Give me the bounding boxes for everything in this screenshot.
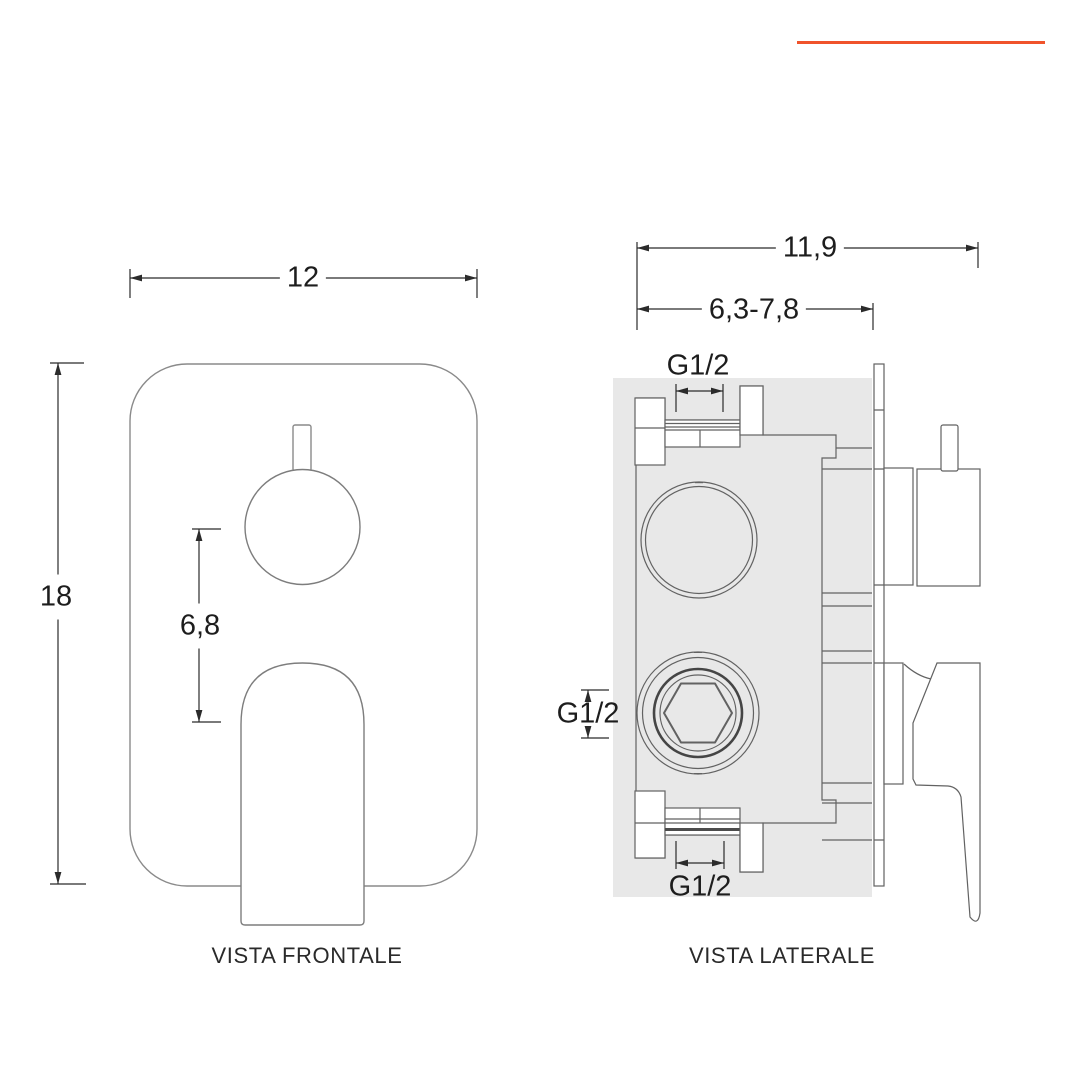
- front-view-dimensions: [50, 269, 478, 885]
- brand-accent-line: [797, 41, 1045, 44]
- side-view-title: VISTA LATERALE: [688, 943, 876, 968]
- front-spacing-dim-label: 6,8: [176, 603, 224, 649]
- side-side-connection-label: G1/2: [556, 697, 620, 730]
- side-view-dim-arrows: [584, 244, 978, 867]
- side-knob-hub: [883, 467, 914, 586]
- front-view-title: VISTA FRONTALE: [211, 943, 403, 968]
- side-builtin-depth-dim-label: 6,3-7,8: [701, 295, 807, 325]
- side-wall-plate: [873, 363, 885, 887]
- side-step-lines: [822, 447, 872, 841]
- side-outlet-circle-2: [641, 656, 755, 770]
- side-threaded-band-top: [664, 419, 741, 448]
- side-knob-body: [916, 468, 981, 587]
- side-top-connection-label: G1/2: [666, 349, 730, 382]
- side-lever-blade: [912, 662, 981, 922]
- side-outlet-circle-inner: [659, 674, 737, 752]
- front-knob-circle: [244, 468, 361, 586]
- side-total-depth-dim-label: 11,9: [775, 233, 845, 263]
- side-outlet-hex-plug: [663, 682, 733, 744]
- front-lever-handle: [240, 662, 365, 926]
- side-inlet-block-top: [634, 397, 666, 466]
- side-lever-hub: [883, 662, 904, 785]
- front-view-dim-arrows: [54, 274, 477, 884]
- front-knob-stick: [292, 424, 312, 472]
- front-height-dim-label: 18: [36, 574, 76, 620]
- side-view-drawing: [613, 363, 981, 922]
- front-width-dim-label: 12: [279, 263, 327, 293]
- side-outlet-circle-thick: [652, 667, 744, 759]
- side-inlet-block-bottom: [634, 790, 666, 859]
- side-bottom-connection-label: G1/2: [668, 870, 732, 903]
- side-notch-block-bottom: [739, 822, 764, 873]
- side-cartridge-circle-inner: [644, 485, 754, 595]
- side-notch-block-top: [739, 385, 764, 436]
- front-view-drawing: [129, 363, 478, 926]
- side-knob-stick: [940, 424, 959, 472]
